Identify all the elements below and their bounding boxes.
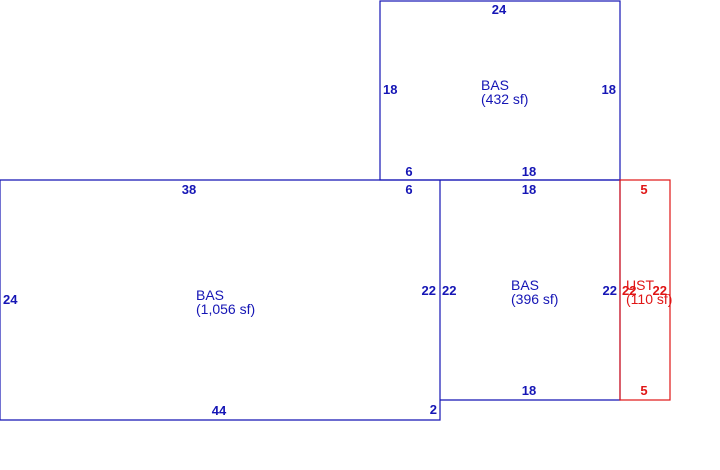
right-area-dim-top: 5 — [640, 182, 647, 197]
left-area-dim-bottom-right: 2 — [430, 402, 437, 417]
top-area-dim-top: 24 — [492, 2, 507, 17]
top-area-code: BAS — [481, 77, 509, 93]
right-area-dim-right: 22 — [653, 283, 667, 298]
left-area-dim-top-right: 6 — [405, 182, 412, 197]
right-area-size: (110 sf) — [626, 291, 672, 307]
left-area-size: (1,056 sf) — [196, 301, 255, 317]
right-area-outline — [619, 179, 671, 401]
top-area-dim-left: 18 — [383, 82, 397, 97]
right-area-dim-left: 22 — [622, 283, 636, 298]
right-area-dim-bottom: 5 — [640, 383, 647, 398]
left-area-dim-bottom: 44 — [212, 403, 227, 418]
right-area-code: UST — [626, 277, 654, 293]
top-area-dim-bottom: 18 — [522, 164, 536, 179]
middle-area-code: BAS — [511, 277, 539, 293]
middle-area-dim-left: 22 — [442, 283, 456, 298]
top-area-dim-right: 18 — [602, 82, 616, 97]
middle-area-dim-right: 22 — [603, 283, 617, 298]
middle-area-size: (396 sf) — [511, 291, 558, 307]
middle-area-dim-top: 18 — [522, 182, 536, 197]
left-area-outline — [0, 179, 441, 421]
middle-area-dim-bottom: 18 — [522, 383, 536, 398]
top-area-dim-bottom-left: 6 — [405, 164, 412, 179]
top-area-size: (432 sf) — [481, 91, 528, 107]
left-area-dim-left: 24 — [3, 292, 18, 307]
left-area-dim-top: 38 — [182, 182, 196, 197]
left-area-code: BAS — [196, 287, 224, 303]
left-area-dim-right: 22 — [422, 283, 436, 298]
